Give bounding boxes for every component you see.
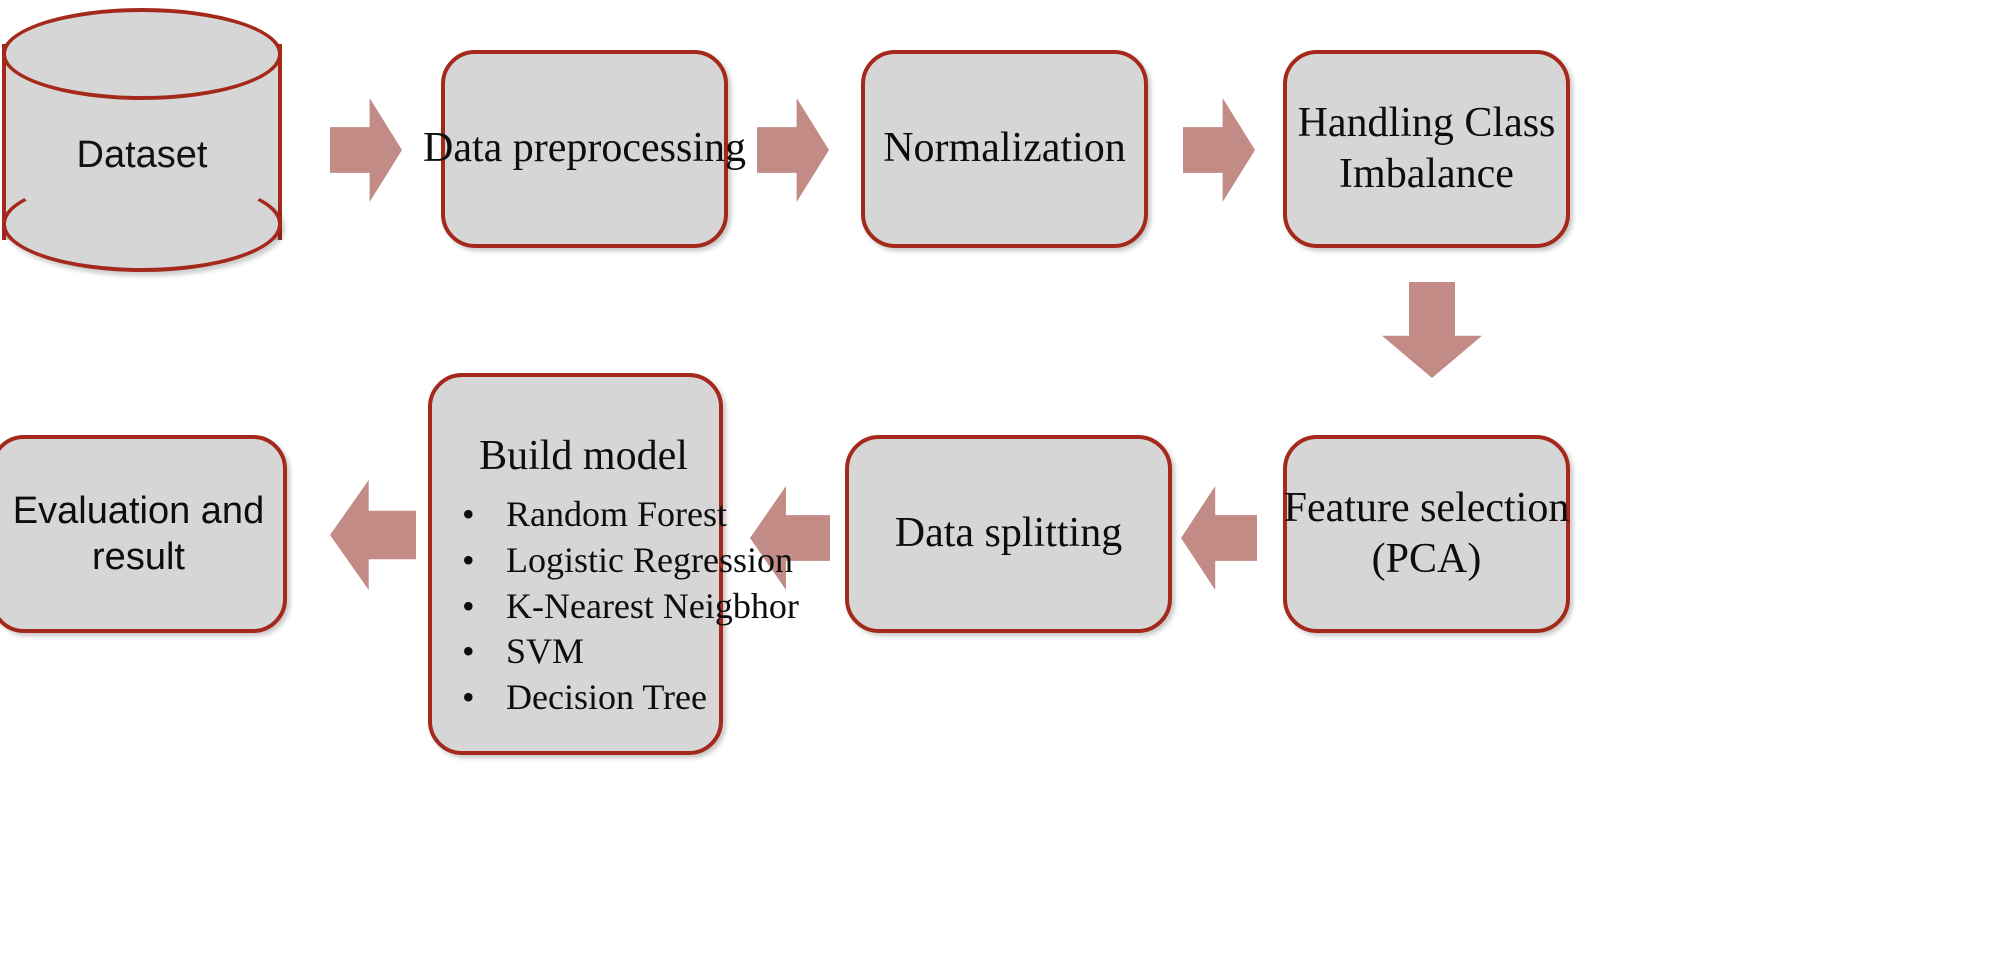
node-data-splitting: Data splitting <box>845 435 1172 633</box>
bullet-icon: • <box>462 631 475 672</box>
node-dataset-label: Dataset <box>76 134 208 176</box>
bullet-icon: • <box>462 585 475 626</box>
list-item-label: SVM <box>506 631 585 672</box>
arrow-build-model-to-evaluation <box>330 480 416 590</box>
node-build-model-title: Build model <box>479 433 688 479</box>
list-item-label: K-Nearest Neigbhor <box>506 585 799 626</box>
arrow-dataset-to-preprocessing <box>330 98 402 202</box>
bullet-icon: • <box>462 677 475 718</box>
node-feature-selection-label-line2: (PCA) <box>1371 536 1482 582</box>
node-evaluation-and-result-label-line1: Evaluation and <box>12 489 265 532</box>
list-item: • Logistic Regression <box>450 538 793 584</box>
node-normalization-label: Normalization <box>883 125 1126 172</box>
node-evaluation-and-result: Evaluation and result <box>0 435 287 633</box>
node-evaluation-and-result-label-line2: result <box>92 536 185 578</box>
bullet-icon: • <box>462 494 475 535</box>
node-build-model-list: • Random Forest • Logistic Regression • … <box>432 492 799 721</box>
arrow-imbalance-to-feature-selection <box>1382 282 1482 378</box>
arrow-feature-selection-to-splitting <box>1181 486 1257 590</box>
cylinder-top-ellipse <box>2 8 282 100</box>
node-normalization: Normalization <box>861 50 1148 248</box>
node-feature-selection-label-line1: Feature selection <box>1283 484 1570 531</box>
list-item: • Random Forest <box>450 492 727 538</box>
list-item: • Decision Tree <box>450 675 719 721</box>
cylinder-bottom-ellipse <box>2 176 282 272</box>
list-item-label: Decision Tree <box>506 677 707 718</box>
bullet-icon: • <box>462 539 475 580</box>
node-feature-selection: Feature selection (PCA) <box>1283 435 1570 633</box>
node-handling-class-imbalance: Handling Class Imbalance <box>1283 50 1570 248</box>
list-item-label: Random Forest <box>506 494 727 535</box>
node-build-model: Build model • Random Forest • Logistic R… <box>428 373 799 755</box>
node-data-splitting-label: Data splitting <box>894 510 1123 557</box>
list-item-label: Logistic Regression <box>506 539 793 580</box>
list-item: • K-Nearest Neigbhor <box>450 584 799 630</box>
node-dataset: Dataset <box>0 6 288 278</box>
node-data-preprocessing-label: Data preprocessing <box>422 125 747 172</box>
arrow-normalization-to-imbalance <box>1183 98 1255 202</box>
arrow-preprocessing-to-normalization <box>757 98 829 202</box>
node-handling-class-imbalance-label-line1: Handling Class <box>1297 99 1556 146</box>
node-handling-class-imbalance-label-line2: Imbalance <box>1339 151 1514 197</box>
list-item: • SVM <box>450 629 719 675</box>
node-data-preprocessing: Data preprocessing <box>423 50 746 248</box>
